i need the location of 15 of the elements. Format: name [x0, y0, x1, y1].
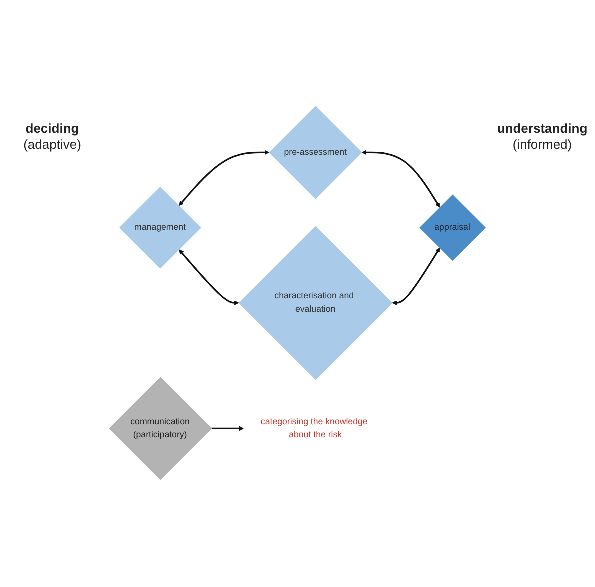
arrow — [362, 150, 440, 208]
node-diamond: appraisal — [420, 195, 486, 262]
node-text: categorising the knowledge about the risk — [260, 418, 368, 440]
phase-subheading: (adaptive) — [22, 137, 82, 152]
arrow — [392, 248, 440, 306]
arrow — [211, 426, 244, 432]
node-diamond: characterisation and evaluation — [238, 226, 393, 380]
arrow — [179, 250, 240, 306]
node-diamond: communication (participatory) — [109, 378, 212, 481]
phase-subheading: (informed) — [512, 137, 574, 152]
arrow — [179, 150, 270, 206]
node-diamond: management — [120, 187, 202, 270]
phase-heading: understanding — [496, 121, 589, 136]
phase-heading: deciding — [24, 121, 80, 136]
node-diamond: pre-assessment — [269, 106, 362, 200]
